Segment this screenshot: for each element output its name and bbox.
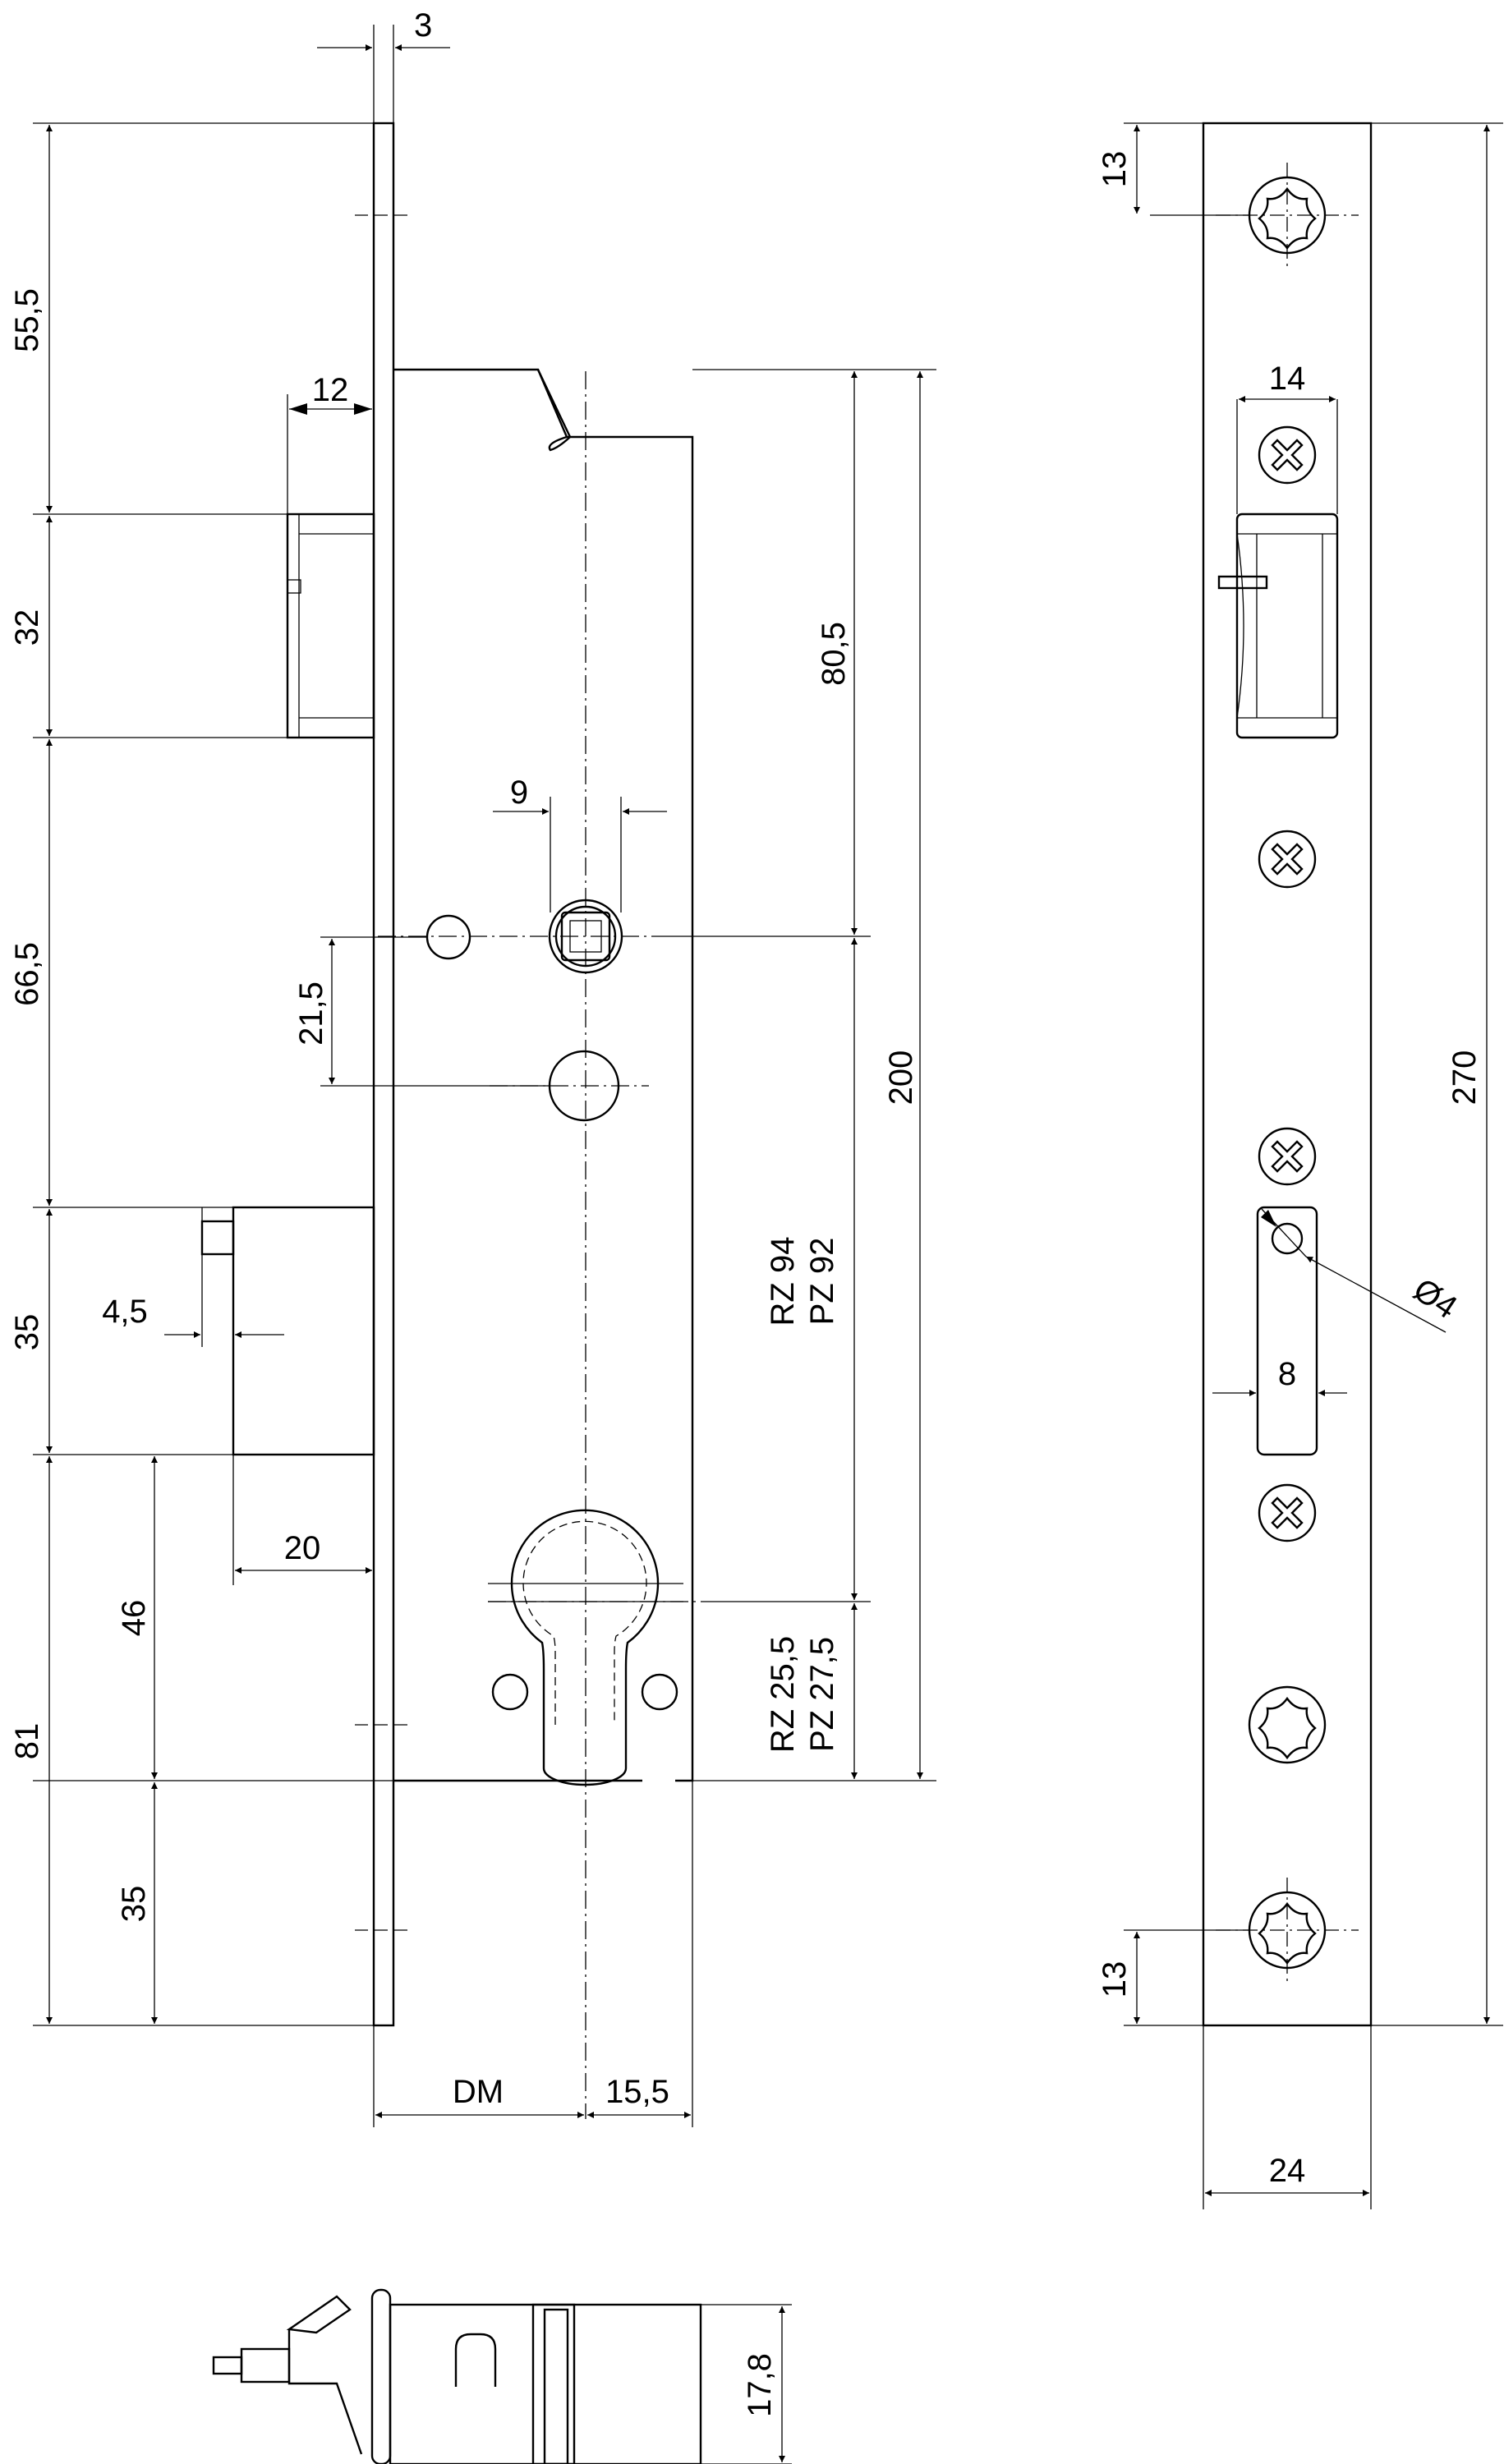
dim-latch-projection: 12 bbox=[312, 372, 349, 408]
torx-screw-top bbox=[1216, 163, 1359, 268]
torx-screw-lower bbox=[1248, 1685, 1327, 1764]
dim-faceplate-thickness: 3 bbox=[414, 7, 432, 44]
phillips-screw-1 bbox=[1258, 425, 1317, 485]
dim-spindle-to-hole: 21,5 bbox=[293, 981, 329, 1046]
dim-case-height: 200 bbox=[883, 1050, 919, 1106]
faceplate bbox=[372, 122, 395, 2027]
side-view: 13 14 270 Ø4 8 13 24 bbox=[1097, 122, 1503, 2209]
dim-hole-diameter: Ø4 bbox=[1407, 1271, 1464, 1326]
dim-case-rear-offset: 15,5 bbox=[605, 2074, 669, 2110]
latch bbox=[286, 513, 375, 739]
faceplate-front bbox=[1202, 122, 1373, 2027]
dim-latch-to-bolt: 66,5 bbox=[9, 942, 45, 1006]
extension-lines bbox=[33, 25, 936, 2127]
bottom-view: 17,8 bbox=[212, 2288, 792, 2464]
deadbolt bbox=[200, 1206, 375, 1456]
dim-spindle-square: 9 bbox=[510, 775, 528, 811]
dim-case-depth: 17,8 bbox=[742, 2353, 778, 2417]
lock-case bbox=[393, 368, 694, 1782]
dim-cylinder-to-case-bottom-pz: PZ 27,5 bbox=[804, 1637, 840, 1752]
dim-backset: DM bbox=[453, 2074, 504, 2110]
dim-top-to-latch: 55,5 bbox=[9, 288, 45, 352]
dimension-lines bbox=[46, 44, 923, 2118]
dim-slot-width: 8 bbox=[1278, 1356, 1296, 1392]
phillips-screw-4 bbox=[1258, 1483, 1317, 1542]
phillips-screw-2 bbox=[1258, 830, 1317, 889]
dim-bolt-height: 35 bbox=[9, 1314, 45, 1351]
dim-cylinder-to-case-bottom-rz: RZ 25,5 bbox=[765, 1636, 801, 1753]
dim-spindle-to-cylinder-rz: RZ 94 bbox=[765, 1237, 801, 1326]
dim-bolt-projection: 20 bbox=[284, 1530, 321, 1566]
dim-faceplate-width: 24 bbox=[1269, 2153, 1306, 2189]
dim-bottom-screw: 13 bbox=[1097, 1961, 1133, 1998]
dim-spindle-to-case-top: 80,5 bbox=[816, 622, 852, 686]
dim-spindle-to-cylinder-pz: PZ 92 bbox=[804, 1238, 840, 1326]
bolt-slot bbox=[1256, 1206, 1318, 1456]
dim-total-length: 270 bbox=[1447, 1050, 1483, 1106]
latch-opening bbox=[1217, 513, 1339, 739]
dim-top-screw: 13 bbox=[1097, 151, 1133, 188]
torx-screw-bottom bbox=[1216, 1878, 1359, 1983]
case-notch bbox=[536, 369, 572, 452]
front-view: 3 55,5 32 12 66,5 35 4,5 20 81 46 35 9 2… bbox=[9, 7, 936, 2127]
dim-bolt-tip: 4,5 bbox=[102, 1294, 148, 1330]
follower-hole bbox=[425, 914, 471, 960]
dim-cylinder-to-bottom: 35 bbox=[116, 1886, 152, 1923]
dim-catch-width: 14 bbox=[1269, 361, 1306, 397]
dim-latch-height: 32 bbox=[9, 609, 45, 646]
dim-bolt-to-bottom: 81 bbox=[9, 1723, 45, 1760]
phillips-screw-3 bbox=[1258, 1127, 1317, 1186]
dim-bolt-to-cylinder: 46 bbox=[116, 1600, 152, 1637]
